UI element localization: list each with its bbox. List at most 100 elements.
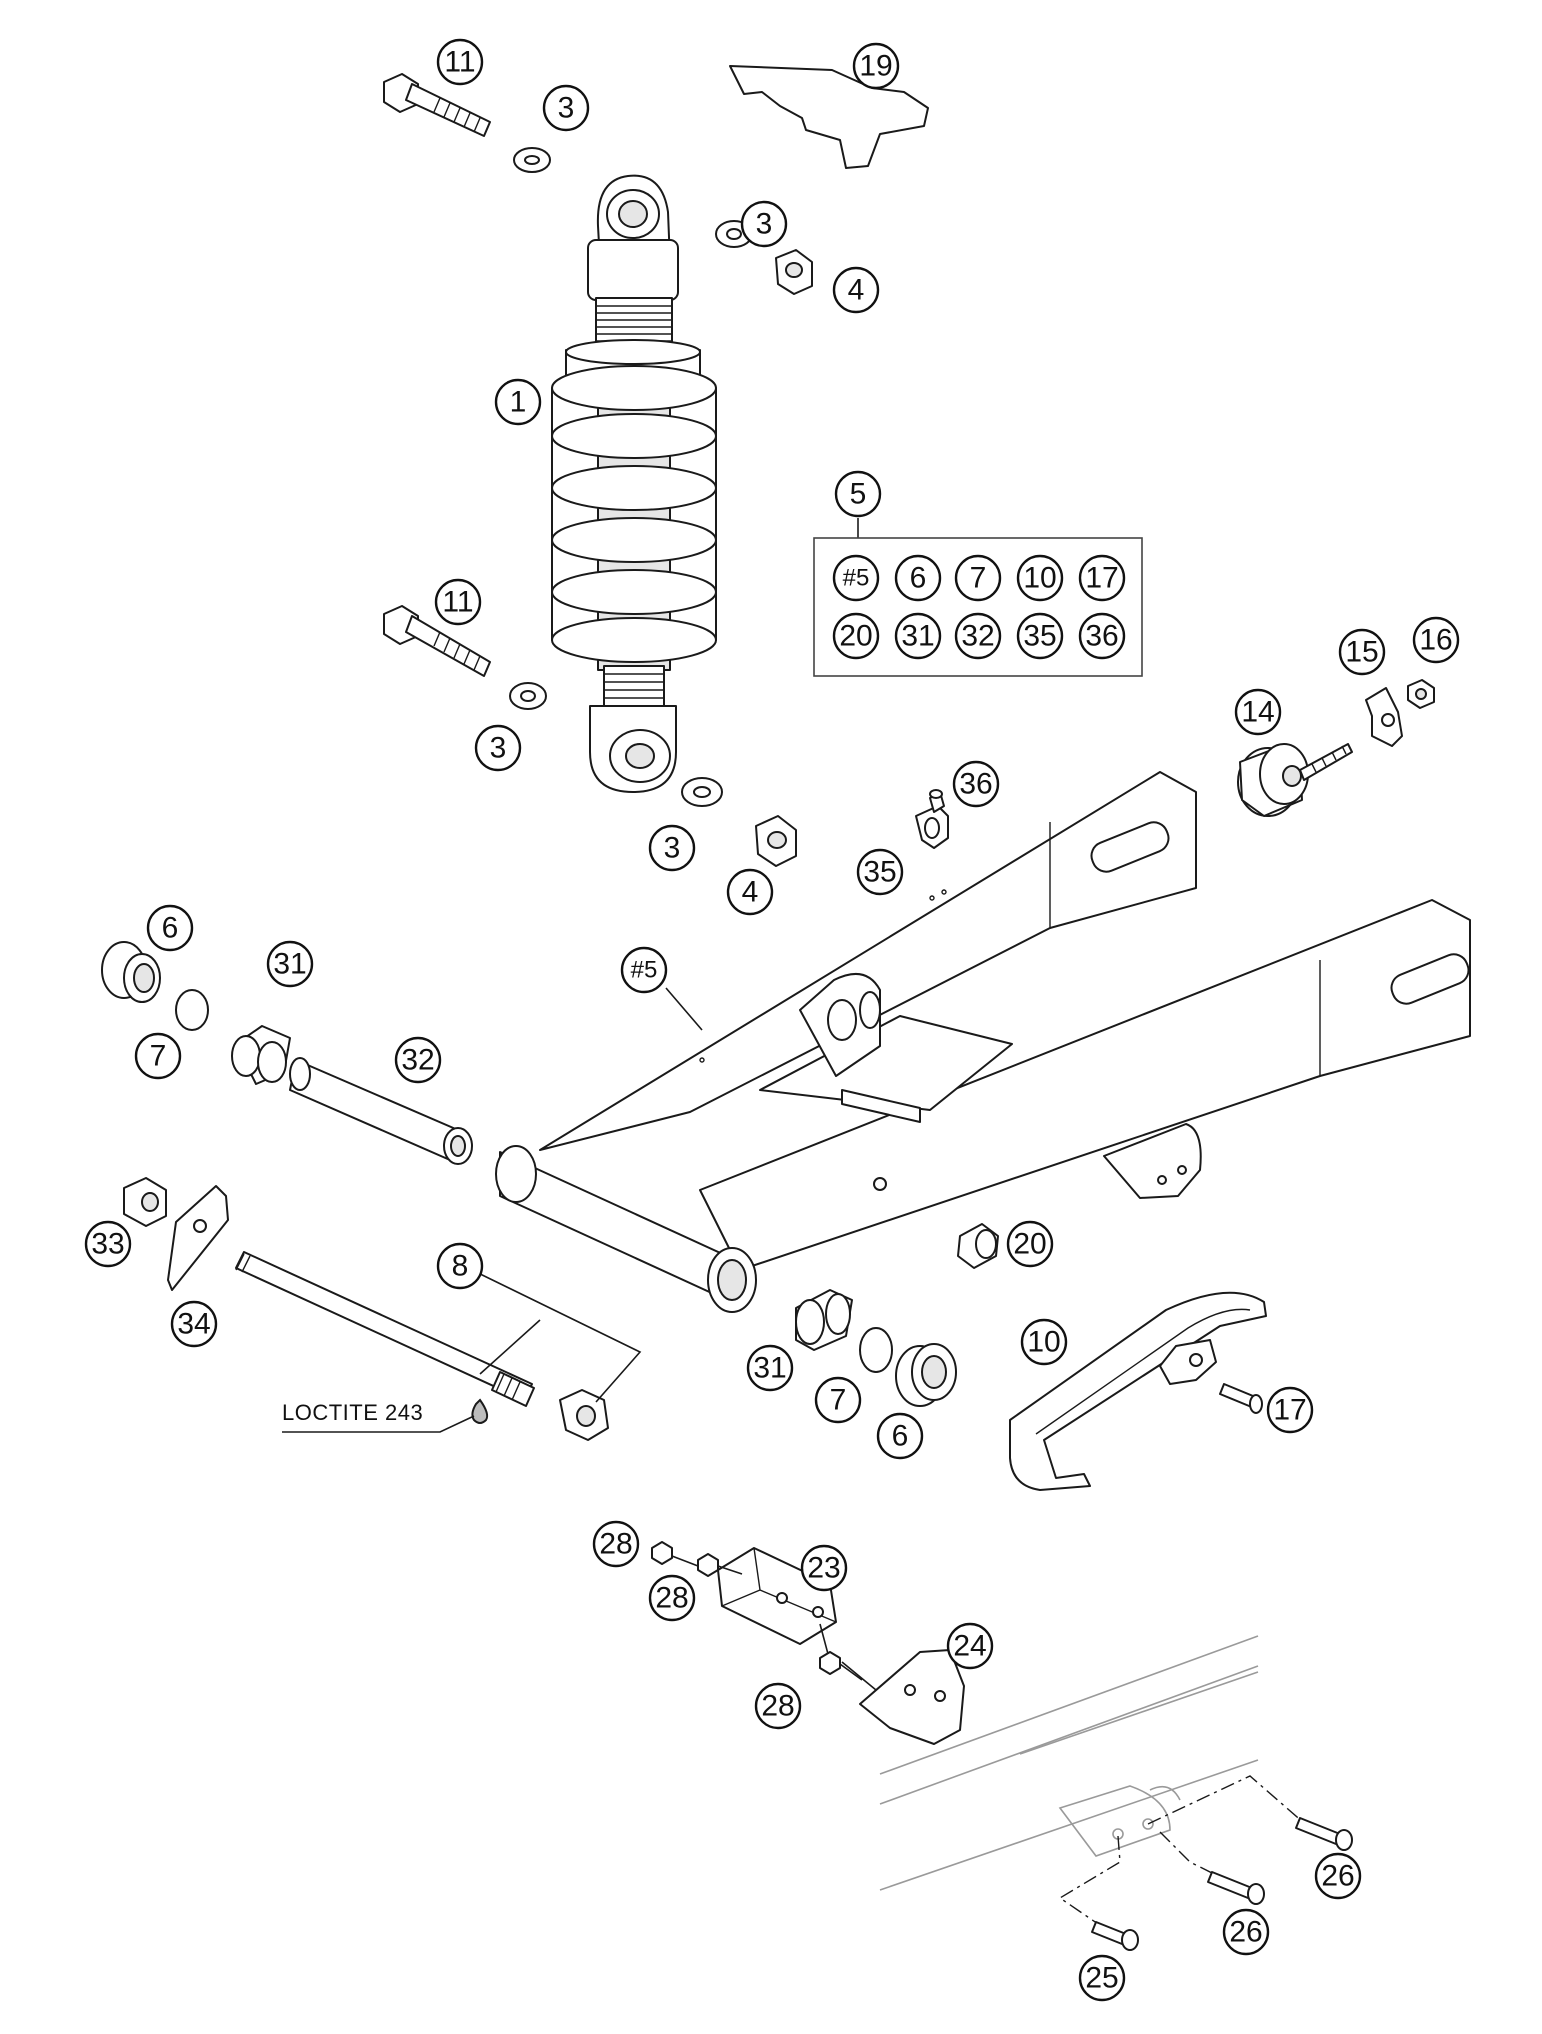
- callout-8: 8: [436, 1242, 484, 1290]
- callout-28-a: 28: [592, 1520, 640, 1568]
- svg-text:28: 28: [761, 1690, 794, 1723]
- chain-roller-14[interactable]: [1237, 743, 1353, 817]
- svg-text:7: 7: [830, 1384, 847, 1417]
- kit-item: 31: [901, 620, 934, 653]
- bolt-25[interactable]: [1091, 1921, 1139, 1951]
- nut-upper[interactable]: [775, 249, 813, 295]
- kit-row-1: #5 6 7 10 17: [832, 554, 1126, 602]
- svg-text:26: 26: [1321, 1860, 1354, 1893]
- nuts-28[interactable]: [651, 1541, 841, 1675]
- nut-lower[interactable]: [755, 815, 797, 867]
- svg-text:4: 4: [742, 876, 759, 909]
- svg-text:3: 3: [756, 208, 773, 241]
- callout-35: 35: [856, 848, 904, 896]
- kit-item: 10: [1023, 562, 1056, 595]
- svg-text:36: 36: [959, 768, 992, 801]
- callout-32: 32: [394, 1036, 442, 1084]
- dust-seal-right[interactable]: [895, 1343, 957, 1407]
- callout-10: 10: [1020, 1318, 1068, 1366]
- guide-block-23[interactable]: [717, 1547, 837, 1645]
- kit-item: 32: [961, 620, 994, 653]
- callout-7-b: 7: [814, 1376, 862, 1424]
- clip-35[interactable]: [915, 805, 949, 849]
- screw-17[interactable]: [1219, 1383, 1263, 1414]
- svg-text:26: 26: [1229, 1916, 1262, 1949]
- svg-text:34: 34: [177, 1308, 210, 1341]
- callout-3-a: 3: [542, 84, 590, 132]
- washer-upper-left[interactable]: [513, 147, 551, 173]
- svg-text:3: 3: [558, 92, 575, 125]
- callout-20: 20: [1006, 1220, 1054, 1268]
- shock-absorber[interactable]: [551, 174, 717, 793]
- callout-28-b: 28: [648, 1574, 696, 1622]
- lower-shock-bolt[interactable]: [383, 605, 491, 677]
- svg-text:1: 1: [510, 386, 527, 419]
- kit-item: 6: [910, 562, 927, 595]
- svg-text:20: 20: [1013, 1228, 1046, 1261]
- callout-4-b: 4: [726, 868, 774, 916]
- callout-23: 23: [800, 1544, 848, 1592]
- callout-6-a: 6: [146, 904, 194, 952]
- hook-spanner[interactable]: [729, 65, 929, 169]
- callout-15: 15: [1338, 628, 1386, 676]
- callout-24: 24: [946, 1622, 994, 1670]
- callout-17: 17: [1266, 1386, 1314, 1434]
- pivot-nut-33[interactable]: [123, 1177, 167, 1227]
- screw-36[interactable]: [929, 789, 945, 813]
- upper-shock-bolt[interactable]: [383, 73, 491, 137]
- callout-4-a: 4: [832, 266, 880, 314]
- chain-slider-10[interactable]: [1009, 1291, 1267, 1491]
- svg-text:24: 24: [953, 1630, 986, 1663]
- svg-text:10: 10: [1027, 1326, 1060, 1359]
- callout-28-c: 28: [754, 1682, 802, 1730]
- pivot-nut-8[interactable]: [559, 1389, 609, 1441]
- svg-text:4: 4: [848, 274, 865, 307]
- kit-item: 35: [1023, 620, 1056, 653]
- callout-11-bottom: 11: [434, 578, 482, 626]
- chain-adjuster-plate-34[interactable]: [167, 1185, 229, 1291]
- swingarm-pivot-bolt-8[interactable]: [235, 1251, 535, 1407]
- bolt-26-upper[interactable]: [1295, 1817, 1353, 1851]
- swingarm[interactable]: [495, 771, 1473, 1313]
- loctite-note: LOCTITE 243: [282, 1400, 423, 1425]
- loctite-drop-icon: [471, 1398, 489, 1424]
- svg-text:7: 7: [150, 1040, 167, 1073]
- svg-text:15: 15: [1345, 636, 1378, 669]
- callout-6-b: 6: [876, 1412, 924, 1460]
- kit-item: 7: [970, 562, 987, 595]
- nut-16[interactable]: [1407, 679, 1435, 709]
- guide-plate-24[interactable]: [859, 1649, 965, 1745]
- callouts: 11 3 19 3 4 1 5 11 3 3 4 36 35 14 15 16 …: [84, 38, 1460, 2002]
- kit-box: #5 6 7 10 17 20 31 32 35 36: [813, 518, 1143, 677]
- svg-text:16: 16: [1419, 624, 1452, 657]
- callout-31-b: 31: [746, 1344, 794, 1392]
- pivot-bushing[interactable]: [289, 1057, 473, 1165]
- svg-text:19: 19: [859, 50, 892, 83]
- washer-lower-left[interactable]: [509, 682, 547, 710]
- svg-text:28: 28: [655, 1582, 688, 1615]
- callout-5h: #5: [620, 946, 668, 994]
- needle-bearing-right[interactable]: [795, 1289, 853, 1351]
- kit-item: 36: [1085, 620, 1118, 653]
- svg-text:6: 6: [892, 1420, 909, 1453]
- spacer-20[interactable]: [957, 1223, 999, 1269]
- svg-text:11: 11: [442, 586, 473, 619]
- washer-lower-right[interactable]: [681, 777, 723, 807]
- frame-section: [879, 1635, 1259, 1891]
- svg-text:14: 14: [1241, 696, 1274, 729]
- thrust-washer-right[interactable]: [859, 1327, 893, 1373]
- callout-1: 1: [494, 378, 542, 426]
- bracket-15[interactable]: [1365, 687, 1403, 747]
- kit-item: #5: [843, 565, 870, 592]
- bolt-26-lower[interactable]: [1207, 1871, 1265, 1905]
- dust-seal-left[interactable]: [101, 941, 161, 1003]
- needle-bearing-left[interactable]: [231, 1025, 291, 1085]
- thrust-washer-left[interactable]: [175, 989, 209, 1031]
- svg-text:11: 11: [444, 46, 475, 79]
- svg-text:35: 35: [863, 856, 896, 889]
- svg-text:17: 17: [1273, 1394, 1306, 1427]
- callout-33: 33: [84, 1220, 132, 1268]
- callout-5: 5: [834, 470, 882, 518]
- callout-3-b: 3: [740, 200, 788, 248]
- svg-text:28: 28: [599, 1528, 632, 1561]
